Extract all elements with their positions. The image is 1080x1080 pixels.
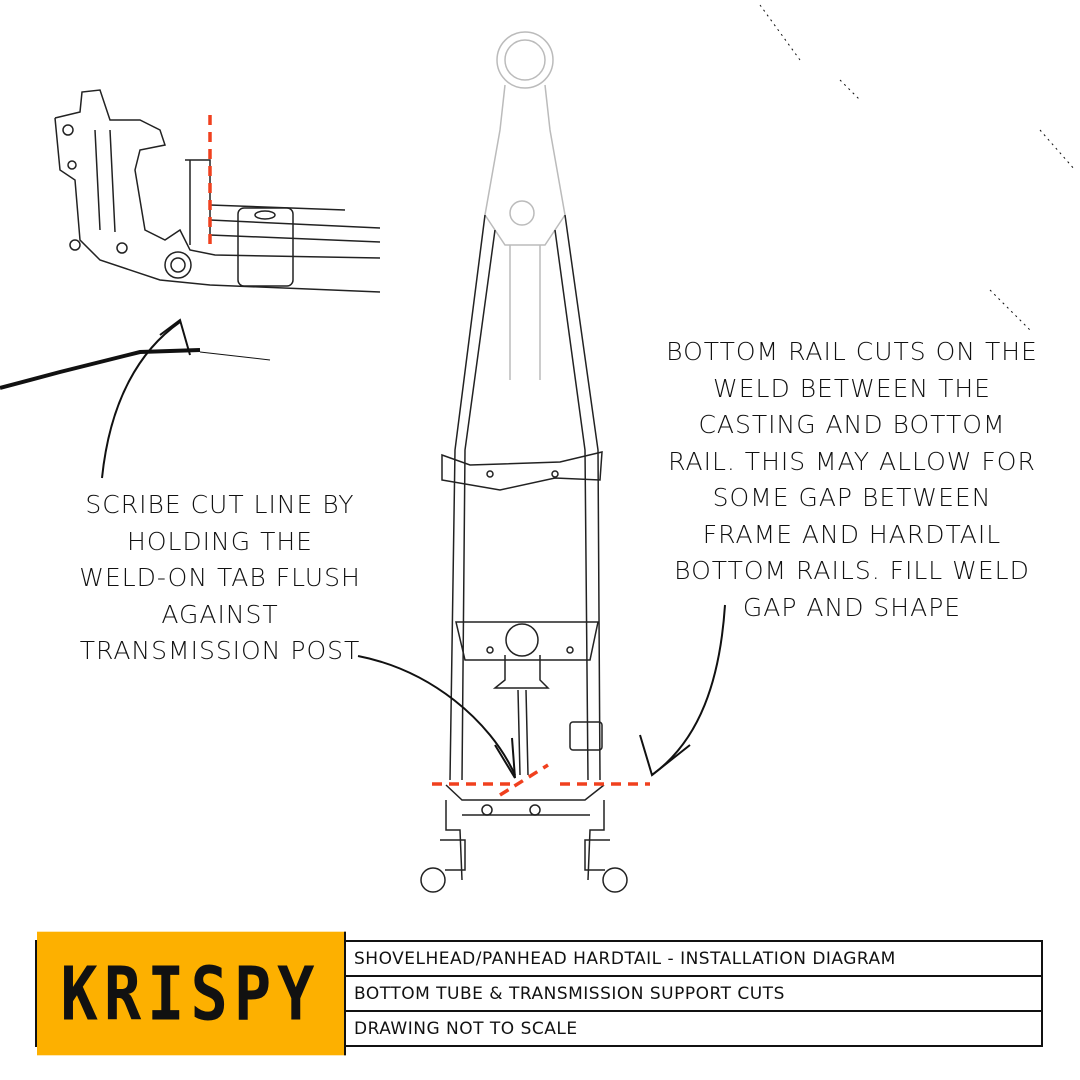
note-line: GAP AND SHAPE	[742, 592, 962, 622]
detail-inset-casting	[54, 89, 381, 293]
title-row-scale-note: DRAWING NOT TO SCALE	[354, 1018, 578, 1039]
note-line: AGAINST	[161, 599, 279, 629]
title-block: KRISPY SHOVELHEAD/PANHEAD HARDTAIL - INS…	[35, 931, 1043, 1056]
note-line: FRAME AND HARDTAIL	[702, 519, 1002, 549]
note-line: SOME GAP BETWEEN	[712, 483, 992, 512]
note-line: BOTTOM RAIL CUTS ON THE	[666, 337, 1038, 366]
note-line: BOTTOM RAILS. FILL WELD	[674, 556, 1030, 585]
title-row-diagram-name: SHOVELHEAD/PANHEAD HARDTAIL - INSTALLATI…	[346, 942, 1041, 977]
grunge-texture	[0, 4, 1076, 390]
note-line: HOLDING THE	[127, 526, 313, 556]
note-line: WELD-ON TAB FLUSH	[79, 563, 361, 592]
title-row-subject: BOTTOM TUBE & TRANSMISSION SUPPORT CUTS	[346, 977, 1041, 1012]
note-line: CASTING AND BOTTOM	[698, 410, 1006, 439]
hardtail-frame	[420, 31, 628, 893]
note-bottom-rail-cuts: BOTTOM RAIL CUTS ON THE WELD BETWEEN THE…	[652, 334, 1052, 626]
note-scribe-cut-line: SCRIBE CUT LINE BY HOLDING THE WELD-ON T…	[40, 487, 400, 670]
note-line: TRANSMISSION POST	[79, 636, 361, 665]
note-line: SCRIBE CUT LINE BY	[85, 490, 355, 519]
leader-arrows	[101, 318, 726, 779]
krispy-logo: KRISPY	[37, 931, 346, 1056]
cut-lines	[432, 763, 650, 797]
note-line: RAIL. THIS MAY ALLOW FOR	[668, 446, 1036, 476]
note-line: WELD BETWEEN THE	[713, 373, 991, 403]
